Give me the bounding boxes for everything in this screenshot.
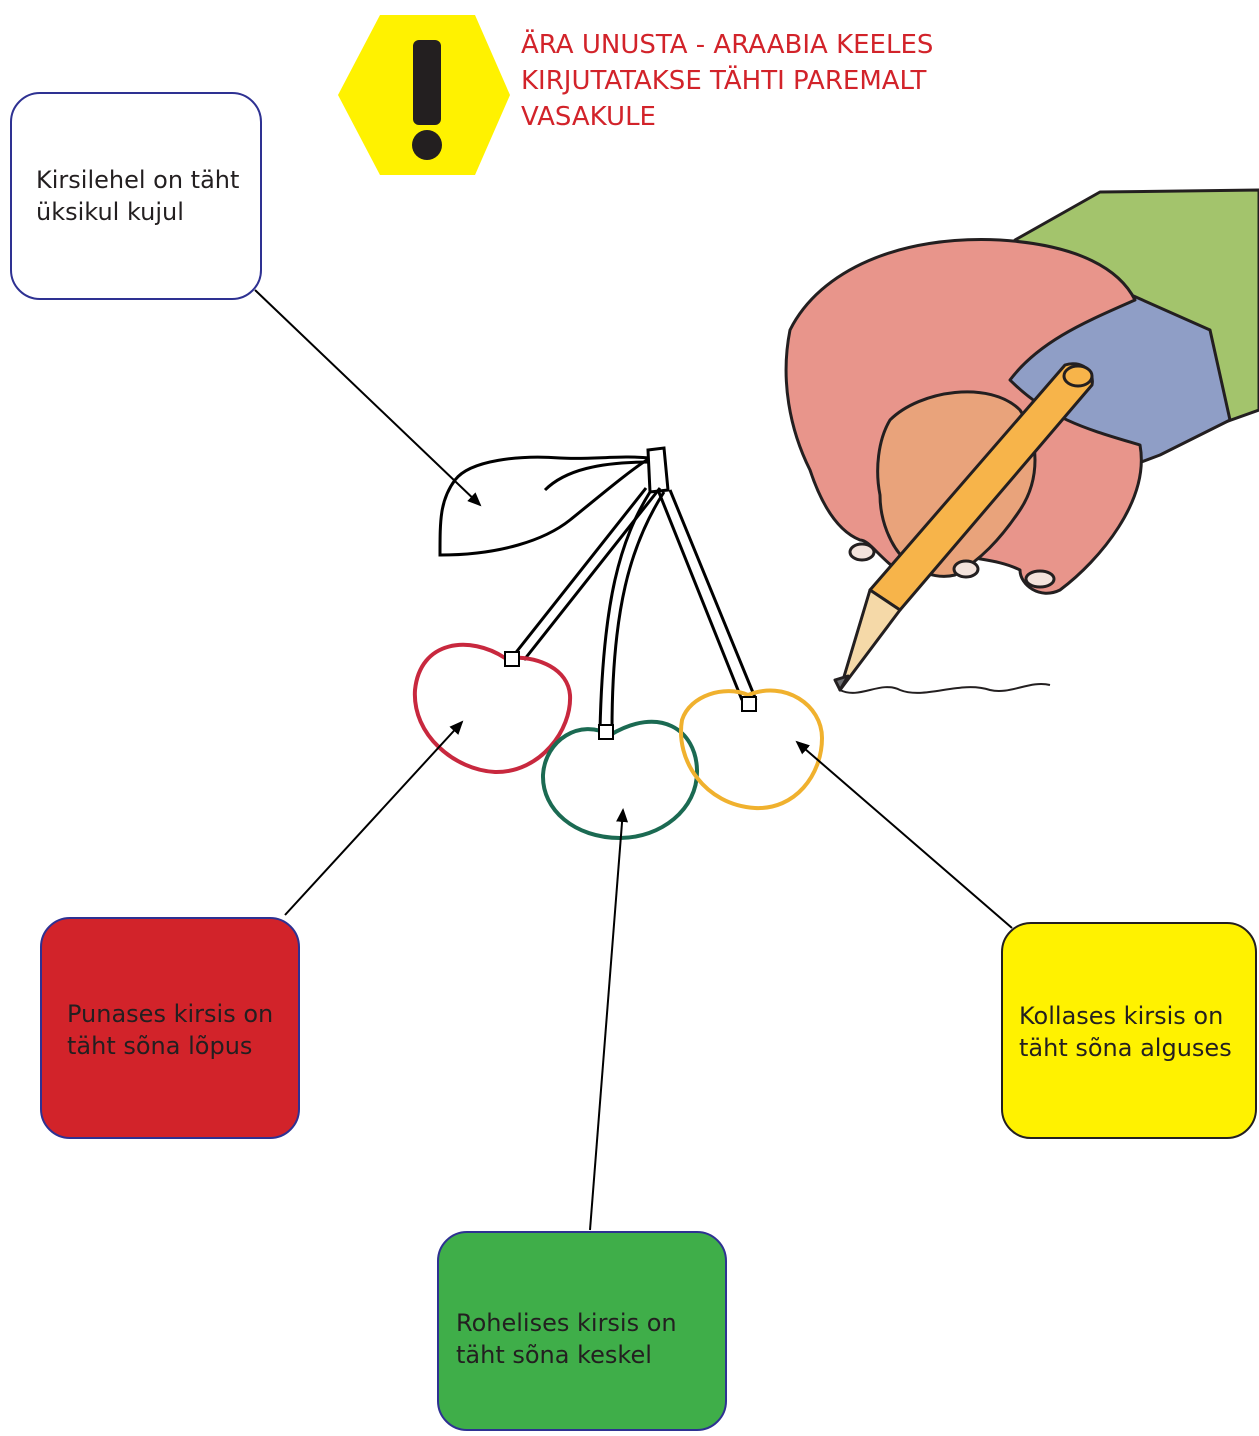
leaf-box (10, 92, 262, 300)
red-cherry (412, 642, 573, 775)
green-box (437, 1231, 727, 1431)
yellow-cherry (679, 688, 825, 811)
yellow-box (1001, 922, 1257, 1139)
leaf-box-text: Kirsilehel on täht üksikul kujul (36, 166, 240, 226)
red-box-text: Punases kirsis on täht sõna lõpus (67, 1000, 274, 1060)
red-box (40, 917, 300, 1139)
cherry-stems (508, 487, 758, 731)
cherry-leaf (438, 455, 655, 557)
warning-icon (338, 15, 510, 175)
hand-pencil-illustration (784, 188, 1259, 694)
arrow-green (589, 808, 629, 1231)
green-cherry (540, 719, 700, 841)
warning-text: ÄRA UNUSTA - ARAABIA KEELES KIRJUTATAKSE… (521, 30, 934, 132)
yellow-box-text: Kollases kirsis on täht sõna alguses (1019, 1002, 1232, 1062)
arrow-yellow (795, 740, 1013, 929)
green-box-text: Rohelises kirsis on täht sõna keskel (456, 1309, 677, 1369)
arrow-red (284, 720, 464, 916)
arrow-leaf (254, 289, 482, 507)
stem-knot (646, 446, 670, 494)
